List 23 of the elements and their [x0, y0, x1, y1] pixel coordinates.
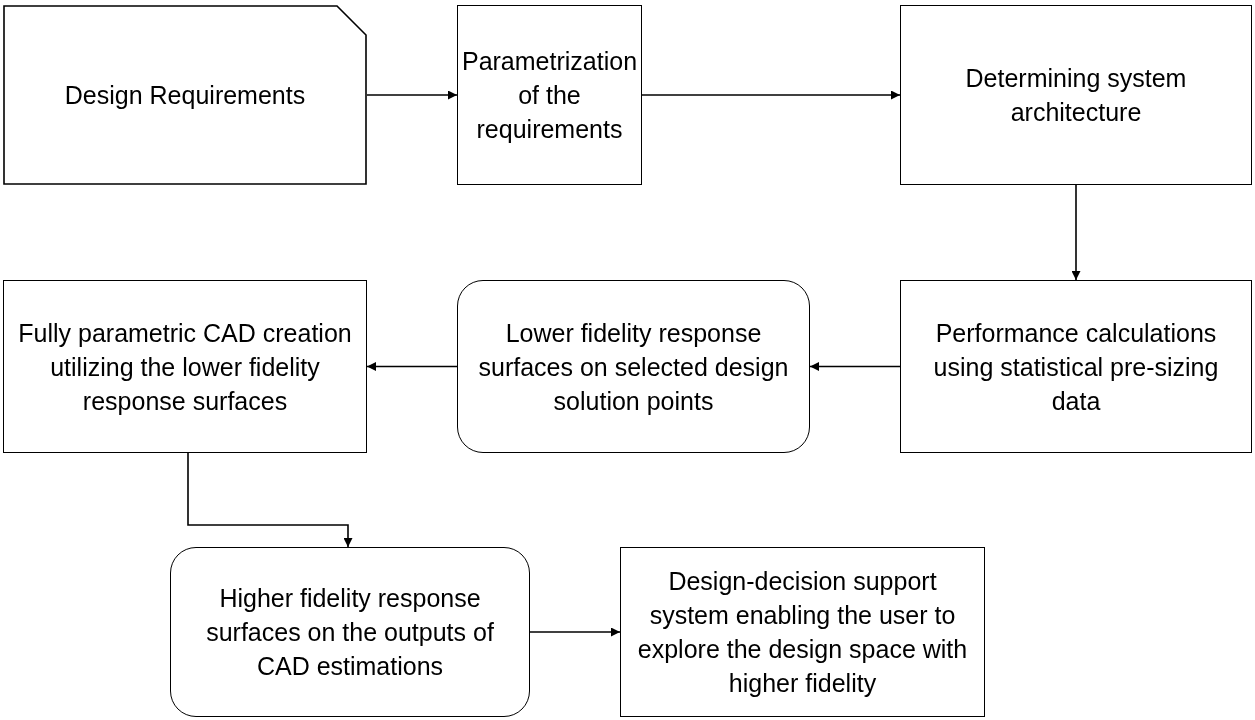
arrow	[809, 362, 901, 371]
arrow	[187, 452, 353, 548]
process-box	[620, 547, 985, 717]
rounded-process-box	[170, 547, 530, 717]
rounded-process-box	[457, 280, 810, 453]
arrow	[366, 362, 458, 371]
process-box	[900, 5, 1252, 185]
arrow	[529, 627, 621, 637]
box-text: Design-decision support system enabling the user to explore the design space with higher fidelity	[636, 566, 969, 699]
process-box	[3, 280, 367, 453]
arrow	[1071, 184, 1081, 281]
box-text: Design Requirements	[64, 80, 306, 111]
box-text: Lower fidelity response surfaces on selected design solution points	[477, 317, 790, 417]
arrow	[641, 90, 901, 100]
process-box	[900, 280, 1252, 453]
process-box	[457, 5, 642, 185]
document-box	[3, 5, 367, 185]
box-text: Determining system architecture	[964, 63, 1188, 128]
arrow	[366, 90, 458, 100]
box-text: Fully parametric CAD creation utilizing the lower fidelity response surfaces	[17, 317, 353, 417]
box-text: Performance calculations using statistical pre-sizing data	[932, 317, 1220, 417]
box-text: Higher fidelity response surfaces on the outputs of CAD estimations	[205, 583, 495, 682]
box-text: Parametrization of the requirements	[461, 46, 638, 145]
